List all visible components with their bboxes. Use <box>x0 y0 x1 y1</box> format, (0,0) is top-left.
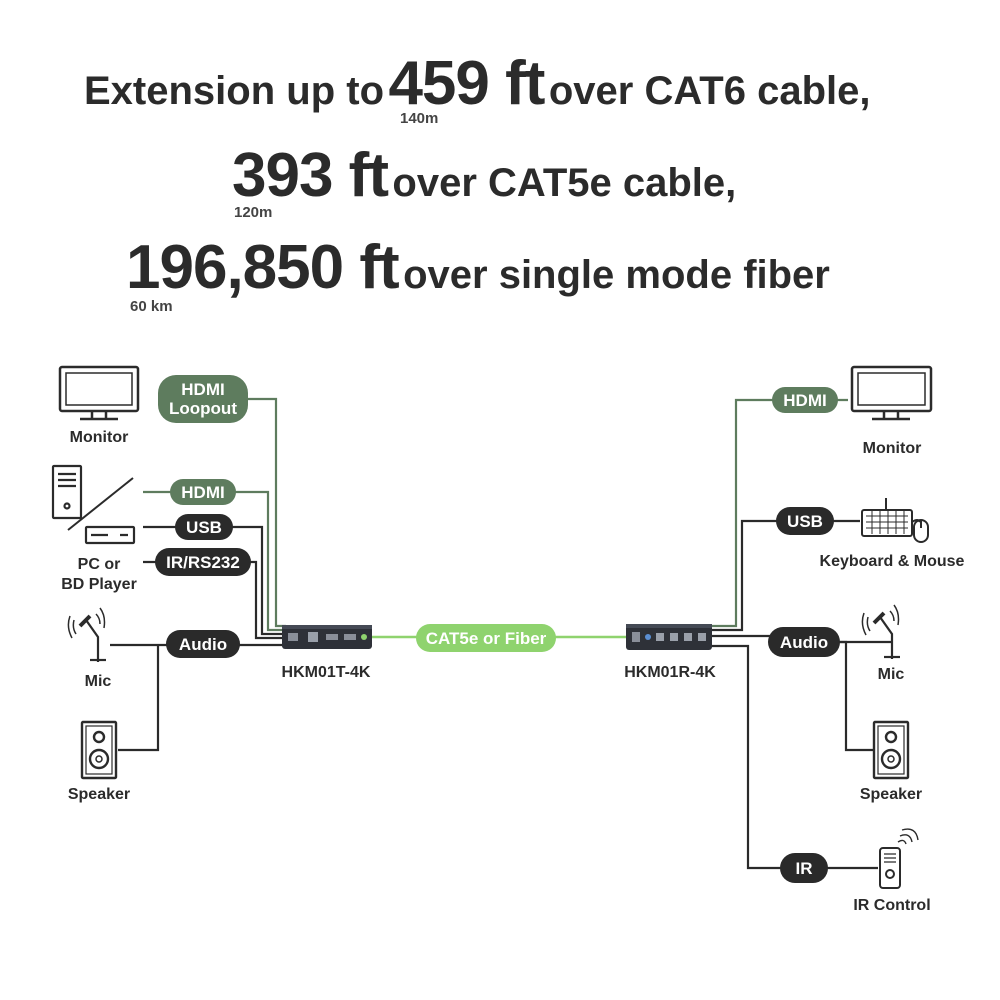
label-mic-rx: Mic <box>877 666 905 683</box>
port-hdmi-loopout-label: HDMI Loopout <box>169 380 237 418</box>
transmitter-unit-icon <box>282 625 372 649</box>
line-speaker-tx <box>118 645 160 752</box>
port-usb-tx-label: USB <box>186 517 222 537</box>
keyboard-mouse-icon <box>861 498 929 543</box>
port-ir-rx-label: IR <box>795 858 813 878</box>
link-label: CAT5e or Fiber <box>425 628 547 648</box>
port-audio-rx-label: Audio <box>779 632 829 652</box>
port-audio-rx: Audio <box>768 627 840 657</box>
line-usb-out <box>712 519 860 632</box>
pc-bd-player-icon <box>51 464 136 545</box>
port-usb-rx-label: USB <box>787 511 823 531</box>
headline-value-fiber: 196,850 ft <box>126 233 400 302</box>
headline-suffix-cat6: over CAT6 cable, <box>548 69 871 113</box>
port-hdmi-tx-label: HDMI <box>181 482 225 502</box>
mic-icon-tx <box>67 607 106 662</box>
port-ir-rs232: IR/RS232 <box>155 548 251 576</box>
label-keyboard-mouse: Keyboard & Mouse <box>819 553 965 570</box>
speaker-icon-tx <box>80 720 118 780</box>
label-speaker-rx: Speaker <box>859 786 923 803</box>
line-hdmi-loopout <box>248 397 286 628</box>
port-hdmi-rx-label: HDMI <box>783 390 827 410</box>
receiver-unit-icon <box>626 624 712 650</box>
label-transmitter: HKM01T-4K <box>281 664 371 681</box>
metric-cat5e: 120m <box>234 204 273 221</box>
port-audio-tx: Audio <box>166 630 240 658</box>
line-usb-in <box>143 525 286 636</box>
metric-cat6: 140m <box>400 110 439 127</box>
headline-line-1: Extension up to 459 ft over CAT6 cable, <box>84 48 870 119</box>
port-ir-rs232-label: IR/RS232 <box>166 552 240 572</box>
monitor-icon-rx <box>850 365 933 421</box>
label-receiver: HKM01R-4K <box>624 664 716 681</box>
label-monitor-rx: Monitor <box>862 440 922 457</box>
port-hdmi-rx: HDMI <box>772 387 838 413</box>
line-speaker-rx <box>838 640 874 752</box>
label-speaker-tx: Speaker <box>67 786 131 803</box>
port-hdmi-loopout: HDMI Loopout <box>158 375 248 423</box>
headline-prefix: Extension up to <box>84 69 384 113</box>
port-usb-tx: USB <box>175 514 233 540</box>
link-cat5e-fiber: CAT5e or Fiber <box>416 624 556 652</box>
headline-suffix-cat5e: over CAT5e cable, <box>392 161 737 205</box>
label-mic-tx: Mic <box>84 673 112 690</box>
port-audio-tx-label: Audio <box>178 634 228 654</box>
headline-line-2: 393 ft over CAT5e cable, <box>232 140 736 211</box>
label-monitor-tx: Monitor <box>69 429 129 446</box>
port-hdmi-tx: HDMI <box>170 479 236 505</box>
label-ir-control: IR Control <box>853 897 931 914</box>
monitor-icon-tx <box>58 365 140 421</box>
port-ir-rx: IR <box>780 853 828 883</box>
headline-line-3: 196,850 ft over single mode fiber <box>126 232 830 303</box>
label-pc-bd-player: PC or BD Player <box>61 556 137 593</box>
mic-icon-rx <box>861 604 900 659</box>
ir-remote-icon <box>879 828 919 889</box>
headline-suffix-fiber: over single mode fiber <box>403 253 830 297</box>
speaker-icon-rx <box>872 720 910 780</box>
port-usb-rx: USB <box>776 507 834 535</box>
headline-value-cat5e: 393 ft <box>232 141 389 210</box>
headline-value-cat6: 459 ft <box>388 49 545 118</box>
metric-fiber: 60 km <box>130 298 173 315</box>
